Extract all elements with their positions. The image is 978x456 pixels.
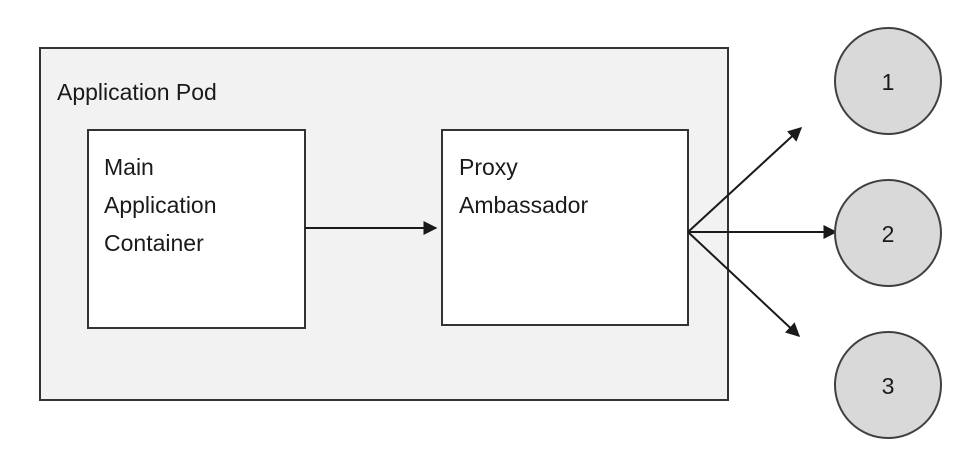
endpoint-3-label: 3 [882, 373, 895, 399]
endpoint-circle-1[interactable] [834, 27, 942, 135]
main-application-container-label-line-2: Application [104, 192, 217, 218]
main-application-container-box[interactable] [87, 129, 306, 329]
application-pod-label: Application Pod [57, 79, 217, 105]
proxy-ambassador-box[interactable] [441, 129, 689, 326]
proxy-ambassador-label-line-1: Proxy [459, 154, 518, 180]
endpoint-1-label: 1 [882, 69, 895, 95]
endpoint-2-label: 2 [882, 221, 895, 247]
main-application-container-label-line-3: Container [104, 230, 204, 256]
connector-proxy-to-endpoint-1[interactable] [687, 127, 803, 233]
proxy-ambassador-label-line-2: Ambassador [459, 192, 588, 218]
main-application-container-label-line-1: Main [104, 154, 154, 180]
endpoint-circle-3[interactable] [834, 331, 942, 439]
endpoint-circle-2[interactable] [834, 179, 942, 287]
connector-proxy-to-endpoint-3[interactable] [687, 231, 801, 337]
